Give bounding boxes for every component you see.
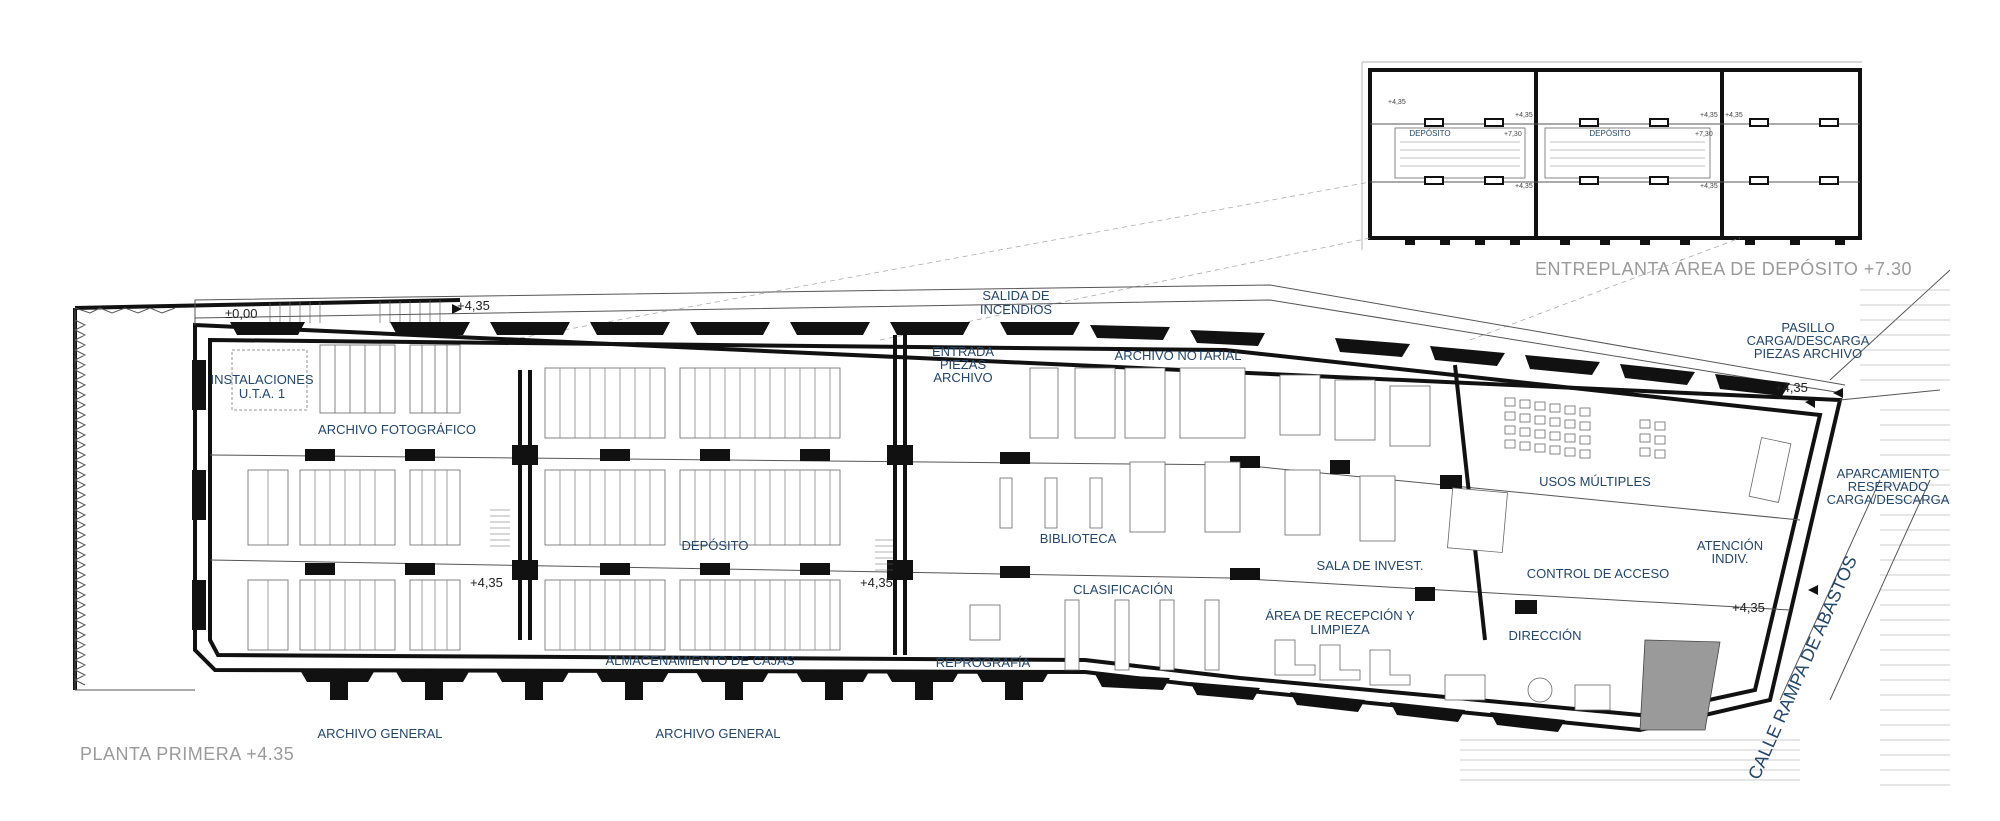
cross-walls [512, 335, 1487, 655]
level-center-mid: +4,35 [860, 575, 893, 590]
inset-level-6: +4,35 [1700, 112, 1718, 119]
label-aparcamiento-1: APARCAMIENTO [1837, 466, 1940, 481]
archive-shelving [231, 344, 1792, 731]
label-salida-2: INCENDIOS [980, 302, 1053, 317]
label-aparcamiento-2: RESERVADO [1848, 479, 1928, 494]
inset-level-4: +7,30 [1695, 131, 1713, 138]
label-atencion-2: INDIV. [1711, 551, 1748, 566]
level-top: +4,35 [457, 298, 490, 313]
inset-level-1: +4,35 [1388, 99, 1406, 106]
label-archivo-general-1: ARCHIVO GENERAL [318, 726, 443, 741]
inset-level-2: +4,35 [1515, 112, 1533, 119]
label-pasillo-3: PIEZAS ARCHIVO [1754, 346, 1862, 361]
piers [305, 449, 1537, 614]
label-uta: U.T.A. 1 [239, 386, 285, 401]
label-biblioteca: BIBLIOTECA [1040, 531, 1117, 546]
label-entrada-2: PIEZAS [940, 357, 987, 372]
label-archivo-fotografico: ARCHIVO FOTOGRÁFICO [318, 422, 476, 437]
level-right-top: +4,35 [1775, 380, 1808, 395]
level-zero: ±0,00 [225, 306, 257, 321]
label-deposito: DEPÓSITO [682, 538, 749, 553]
inset-level-8: +4,35 [1725, 112, 1743, 119]
inset-level-5: +4,35 [1515, 183, 1533, 190]
buttresses-bottom [300, 670, 1565, 732]
buttresses-top [230, 322, 1790, 396]
level-right-low: +4,35 [1732, 600, 1765, 615]
label-archivo-notarial: ARCHIVO NOTARIAL [1115, 348, 1242, 363]
label-recepcion-2: LIMPIEZA [1310, 622, 1370, 637]
label-salida-1: SALIDA DE [982, 288, 1050, 303]
mezzanine-inset: +4,35 +4,35 DEPÓSITO DEPÓSITO +7,30 +7,3… [1361, 61, 1912, 279]
level-left-mid: +4,35 [470, 575, 503, 590]
label-recepcion-1: ÁREA DE RECEPCIÓN Y [1265, 608, 1415, 623]
room-labels: INSTALACIONES U.T.A. 1 ARCHIVO FOTOGRÁFI… [210, 288, 1949, 741]
label-aparcamiento-3: CARGA/DESCARGA [1827, 492, 1950, 507]
label-reprografia: REPROGRAFÍA [936, 655, 1031, 670]
level-marks: ±0,00 +4,35 +4,35 +4,35 +4,35 +4,35 [225, 298, 1808, 615]
inset-deposito-b: DEPÓSITO [1589, 129, 1630, 138]
drawing-title: PLANTA PRIMERA +4.35 [80, 744, 294, 764]
label-sala-invest: SALA DE INVEST. [1317, 558, 1424, 573]
label-entrada-3: ARCHIVO [933, 370, 992, 385]
label-clasificacion: CLASIFICACIÓN [1073, 582, 1173, 597]
inset-deposito-a: DEPÓSITO [1409, 129, 1450, 138]
label-atencion-1: ATENCIÓN [1697, 538, 1763, 553]
label-entrada-1: ENTRADA [932, 344, 994, 359]
inset-level-3: +7,30 [1504, 131, 1522, 138]
label-instalaciones: INSTALACIONES [210, 372, 313, 387]
label-archivo-general-2: ARCHIVO GENERAL [656, 726, 781, 741]
inset-level-7: +4,35 [1700, 183, 1718, 190]
label-pasillo-1: PASILLO [1781, 320, 1834, 335]
inset-title: ENTREPLANTA ÁREA DE DEPÓSITO +7.30 [1535, 258, 1912, 279]
label-direccion: DIRECCIÓN [1509, 628, 1582, 643]
label-usos-multiples: USOS MÚLTIPLES [1539, 474, 1651, 489]
label-pasillo-2: CARGA/DESCARGA [1747, 333, 1870, 348]
site-right [1460, 269, 1951, 786]
label-almacenamiento: ALMACENAMIENTO DE CAJAS [605, 653, 794, 668]
label-control-acceso: CONTROL DE ACCESO [1527, 566, 1670, 581]
site-edge-left [73, 298, 462, 691]
